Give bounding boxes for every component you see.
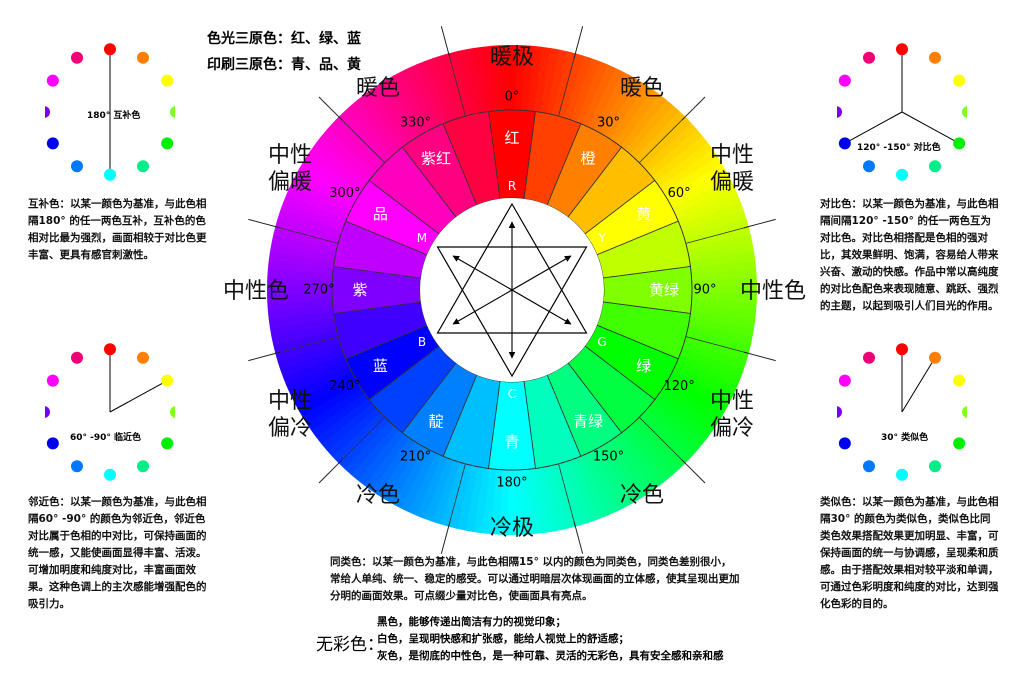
mini-wheel-adjacent bbox=[45, 343, 175, 481]
svg-text:0°: 0° bbox=[505, 90, 520, 105]
svg-text:210°: 210° bbox=[400, 450, 431, 465]
svg-text:黄: 黄 bbox=[636, 205, 651, 223]
svg-text:黄绿: 黄绿 bbox=[649, 281, 679, 299]
adjacent-label: 60° -90° 临近色 bbox=[70, 433, 142, 443]
mini-wheel-analogous bbox=[837, 343, 967, 481]
achromatic-gray: 灰色，是彻底的中性色，是一种可靠、灵活的无彩色，具有安全感和亲和感 bbox=[377, 650, 724, 662]
neutral-right-label: 中性色 bbox=[739, 279, 806, 304]
neutral-left-label: 中性色 bbox=[222, 279, 289, 304]
svg-text:B: B bbox=[418, 335, 426, 349]
warm-pole-label: 暖极 bbox=[489, 45, 534, 70]
neutral-cool-right-label: 中性 偏冷 bbox=[704, 388, 760, 442]
analogous-label: 30° 类似色 bbox=[881, 433, 929, 443]
neutral-warm-left-label: 中性 偏暖 bbox=[262, 142, 318, 196]
svg-text:红: 红 bbox=[504, 129, 519, 147]
svg-text:青: 青 bbox=[504, 433, 519, 451]
adjacent-description: 邻近色：以某一颜色为基准，与此色相隔60° -90° 的颜色为邻近色，邻近色对比… bbox=[28, 496, 207, 610]
svg-text:紫红: 紫红 bbox=[421, 149, 451, 167]
cold-left-label: 冷色 bbox=[355, 483, 400, 508]
print-primaries-text: 印刷三原色：青、品、黄 bbox=[207, 57, 361, 73]
svg-text:青绿: 青绿 bbox=[573, 413, 603, 431]
svg-text:Y: Y bbox=[597, 231, 606, 245]
light-primaries-text: 色光三原色：红、绿、蓝 bbox=[207, 31, 361, 47]
neutral-cool-right-text: 中性 偏冷 bbox=[709, 389, 754, 441]
achromatic-title: 无彩色： bbox=[316, 635, 384, 655]
contrast-label: 120° -150° 对比色 bbox=[857, 143, 941, 153]
neutral-cool-left-label: 中性 偏冷 bbox=[262, 388, 318, 442]
svg-text:240°: 240° bbox=[329, 379, 360, 394]
svg-text:R: R bbox=[508, 179, 516, 193]
achromatic-black: 黑色，能够传递出简洁有力的视觉印象； bbox=[377, 616, 566, 628]
svg-text:300°: 300° bbox=[329, 186, 360, 201]
svg-text:60°: 60° bbox=[668, 186, 691, 201]
svg-text:120°: 120° bbox=[663, 379, 694, 394]
svg-text:90°: 90° bbox=[693, 283, 716, 298]
same-hue-description: 同类色：以某一颜色为基准，与此色相隔15° 以内的颜色为同类色，同类色差别很小，… bbox=[330, 556, 740, 602]
svg-text:G: G bbox=[597, 335, 606, 349]
analogous-description: 类似色：以某一颜色为基准，与此色相隔30° 的颜色为类似色，类似色比同类色效果搭… bbox=[820, 496, 999, 610]
svg-text:330°: 330° bbox=[400, 115, 431, 130]
mini-wheel-complementary bbox=[45, 43, 175, 181]
mini-wheel-contrast bbox=[837, 43, 967, 181]
neutral-cool-left-text: 中性 偏冷 bbox=[267, 389, 312, 441]
svg-text:M: M bbox=[417, 231, 427, 245]
svg-text:150°: 150° bbox=[593, 450, 624, 465]
primaries-legend: 色光三原色：红、绿、蓝 印刷三原色：青、品、黄 bbox=[207, 26, 361, 78]
svg-text:C: C bbox=[508, 387, 516, 401]
neutral-warm-right-label: 中性 偏暖 bbox=[704, 142, 760, 196]
neutral-warm-left-text: 中性 偏暖 bbox=[267, 143, 312, 195]
svg-text:180°: 180° bbox=[496, 476, 527, 491]
cold-pole-label: 冷极 bbox=[489, 516, 534, 541]
svg-text:橙: 橙 bbox=[580, 149, 595, 167]
svg-text:紫: 紫 bbox=[352, 281, 367, 299]
svg-text:品: 品 bbox=[373, 205, 388, 223]
cold-right-label: 冷色 bbox=[619, 483, 664, 508]
warm-left-label: 暖色 bbox=[355, 76, 400, 101]
svg-text:270°: 270° bbox=[303, 283, 334, 298]
achromatic-list: 黑色，能够传递出简洁有力的视觉印象； 白色，呈现明快感和扩张感，能给人视觉上的舒… bbox=[377, 614, 724, 665]
svg-text:蓝: 蓝 bbox=[373, 357, 388, 375]
warm-right-label: 暖色 bbox=[619, 76, 664, 101]
svg-text:30°: 30° bbox=[597, 115, 620, 130]
neutral-warm-right-text: 中性 偏暖 bbox=[709, 143, 754, 195]
contrast-description: 对比色：以某一颜色为基准，与此色相隔间隔120° -150° 的任一两色互为对比… bbox=[820, 198, 999, 312]
svg-text:绿: 绿 bbox=[636, 357, 651, 375]
complementary-description: 互补色：以某一颜色为基准，与此色相隔180° 的任一两色互补，互补色的色相对比最… bbox=[28, 198, 207, 261]
achromatic-white: 白色，呈现明快感和扩张感，能给人视觉上的舒适感； bbox=[377, 633, 629, 645]
complementary-label: 180° 互补色 bbox=[87, 111, 141, 121]
svg-text:靛: 靛 bbox=[428, 413, 443, 431]
